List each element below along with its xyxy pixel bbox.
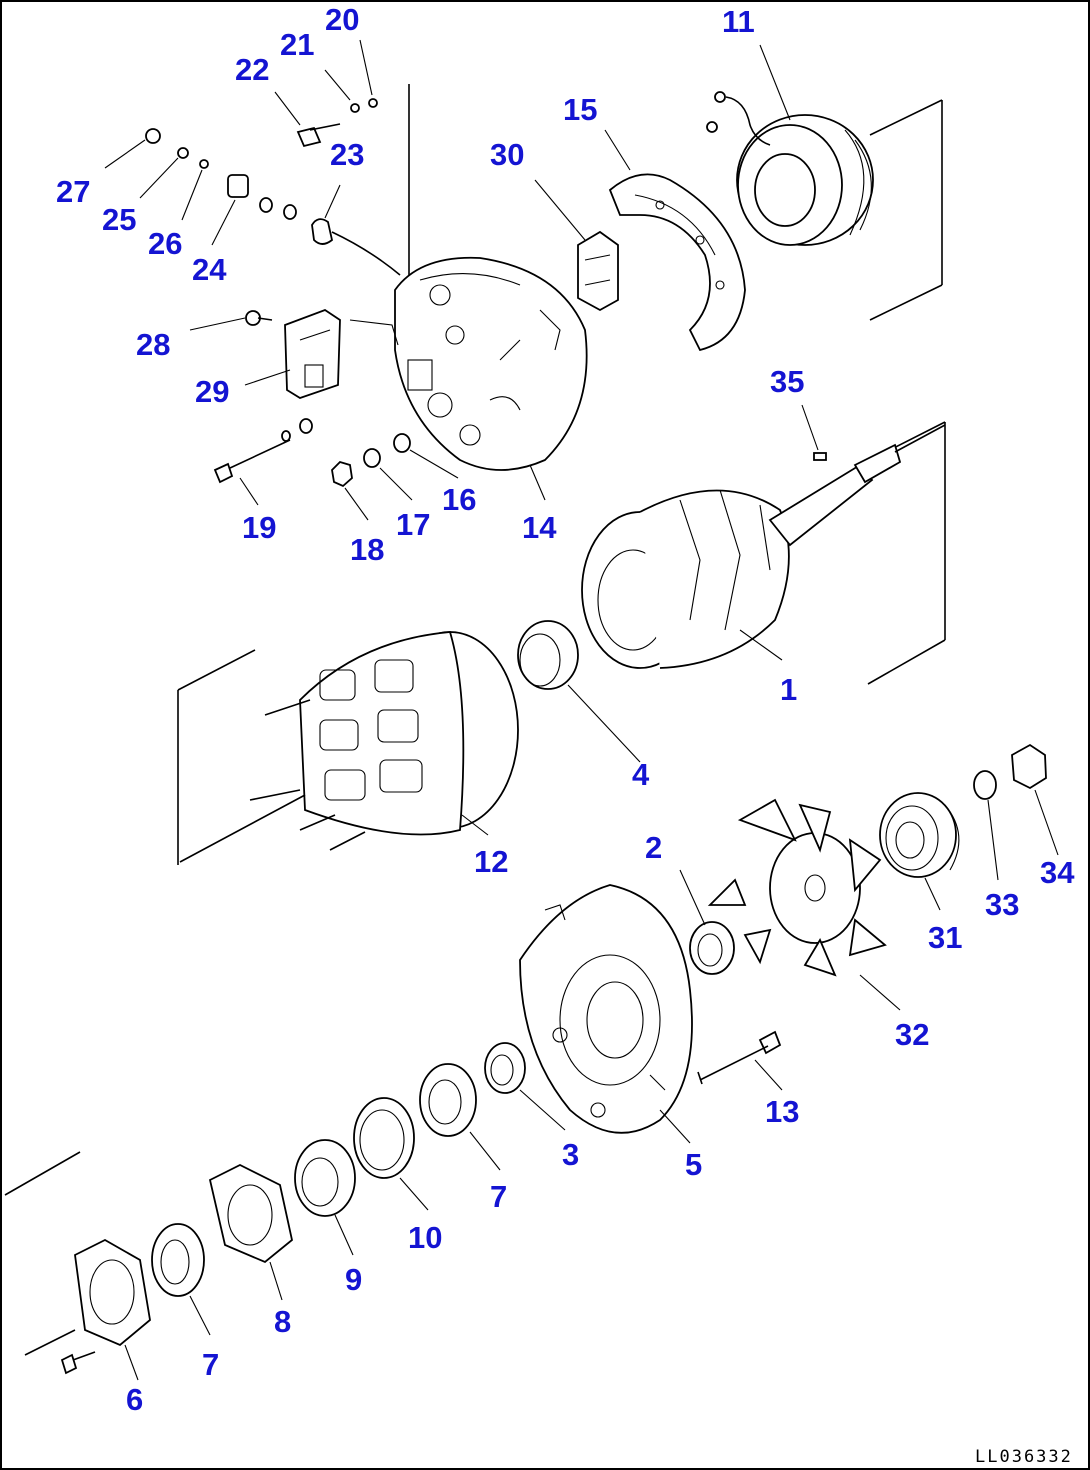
leader-lines (104, 39, 1059, 1381)
callout-15: 15 (563, 92, 597, 127)
part-9-bearing (294, 1139, 356, 1217)
callout-9: 9 (345, 1262, 362, 1297)
callout-7b: 7 (202, 1347, 219, 1382)
part-31-pulley (879, 792, 960, 878)
callout-22: 22 (235, 52, 269, 87)
callout-1: 1 (780, 672, 797, 707)
part-15-brush-plate (608, 173, 746, 352)
part-6-cover (24, 1238, 151, 1375)
part-14-rear-housing (394, 256, 588, 471)
callout-31: 31 (928, 920, 962, 955)
callout-33: 33 (985, 887, 1019, 922)
callout-25: 25 (102, 202, 136, 237)
callout-29: 29 (195, 374, 229, 409)
callout-4: 4 (632, 757, 650, 792)
callout-23: 23 (330, 137, 364, 172)
part-30-regulator (577, 230, 619, 312)
part-13-bolt (697, 1030, 782, 1085)
callout-18: 18 (350, 532, 384, 567)
part-12-stator (179, 631, 519, 863)
callout-12: 12 (474, 844, 508, 879)
callout-14: 14 (522, 510, 557, 545)
part-1-rotor (581, 424, 946, 669)
part-32-fan (707, 798, 887, 977)
callout-11: 11 (722, 4, 755, 39)
part-29-rectifier (284, 308, 399, 399)
callout-3: 3 (562, 1137, 579, 1172)
part-34-nut (1011, 743, 1047, 790)
callout-17: 17 (396, 507, 430, 542)
part-3-collar (484, 1042, 526, 1094)
part-4-bearing (517, 620, 579, 690)
callout-6: 6 (126, 1382, 143, 1417)
callout-26: 26 (148, 226, 182, 261)
callout-2: 2 (645, 830, 662, 865)
top-small-hardware (145, 98, 411, 488)
rotor-stator-group (177, 421, 946, 865)
part-10-plate (353, 1097, 415, 1179)
callout-34: 34 (1040, 855, 1075, 890)
part-5-front-housing (519, 884, 693, 1134)
part-33-washer (973, 770, 997, 800)
front-housing-group (4, 743, 1047, 1375)
callout-8: 8 (274, 1304, 291, 1339)
part-8-retainer (208, 1163, 293, 1264)
callout-13: 13 (765, 1094, 799, 1129)
callout-32: 32 (895, 1017, 929, 1052)
callout-10: 10 (408, 1220, 442, 1255)
part-2-bearing (689, 921, 735, 975)
callout-labels: 1 2 3 4 5 6 7 7 8 9 10 11 12 13 14 15 16… (56, 2, 1075, 1417)
part-11-cover (706, 91, 874, 246)
part-7-seal-upper (419, 1063, 477, 1137)
callout-19: 19 (242, 510, 276, 545)
callout-30: 30 (490, 137, 524, 172)
rear-housing-group (145, 84, 943, 488)
drawing-code: LL036332 (975, 1447, 1073, 1467)
callout-7a: 7 (490, 1179, 507, 1214)
callout-27: 27 (56, 174, 90, 209)
callout-28: 28 (136, 327, 170, 362)
callout-20: 20 (325, 2, 359, 37)
callout-21: 21 (280, 27, 314, 62)
callout-16: 16 (442, 482, 476, 517)
callout-5: 5 (685, 1147, 702, 1182)
callout-24: 24 (192, 252, 227, 287)
callout-35: 35 (770, 364, 804, 399)
part-7-seal-lower (151, 1223, 205, 1297)
